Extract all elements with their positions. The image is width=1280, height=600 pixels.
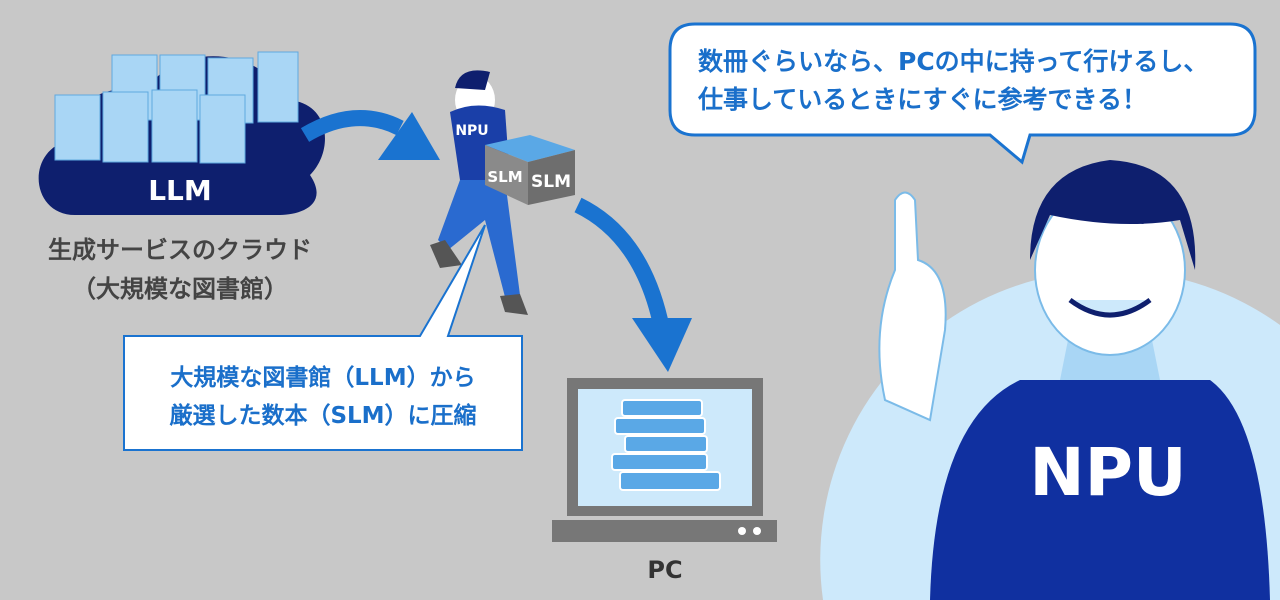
book-stack-icon (611, 399, 721, 491)
cloud-caption-line2: （大規模な図書館） (72, 275, 288, 303)
bookshelves-icon (54, 51, 299, 164)
npu-mascot-figure: NPU (820, 160, 1280, 600)
cloud-caption-line1: 生成サービスのクラウド (48, 236, 312, 264)
llm-cloud: LLM (38, 51, 325, 215)
arrow-cloud-to-carrier (300, 110, 440, 160)
compression-callout: 大規模な図書館（LLM）から 厳選した数本（SLM）に圧縮 (123, 224, 523, 451)
laptop-icon (552, 378, 777, 542)
box-label-side: SLM (531, 172, 571, 192)
callout-line2: 厳選した数本（SLM）に圧縮 (169, 402, 476, 429)
pc-label: PC (647, 556, 682, 584)
mascot-speech-bubble: 数冊ぐらいなら、PCの中に持って行けるし、 仕事しているときにすぐに参考できる！ (668, 22, 1257, 165)
mascot-shirt-label: NPU (1029, 434, 1186, 511)
box-label-front: SLM (487, 168, 522, 186)
speech-line2: 仕事しているときにすぐに参考できる！ (697, 85, 1147, 114)
carrier-shirt-label: NPU (455, 123, 488, 139)
llm-label: LLM (148, 174, 212, 207)
callout-line1: 大規模な図書館（LLM）から (170, 364, 475, 391)
speech-line1: 数冊ぐらいなら、PCの中に持って行けるし、 (698, 47, 1208, 76)
slm-box: SLM SLM (485, 135, 575, 205)
npu-carrier-figure: NPU SLM SLM (430, 70, 575, 315)
arrow-carrier-to-pc (574, 197, 692, 372)
